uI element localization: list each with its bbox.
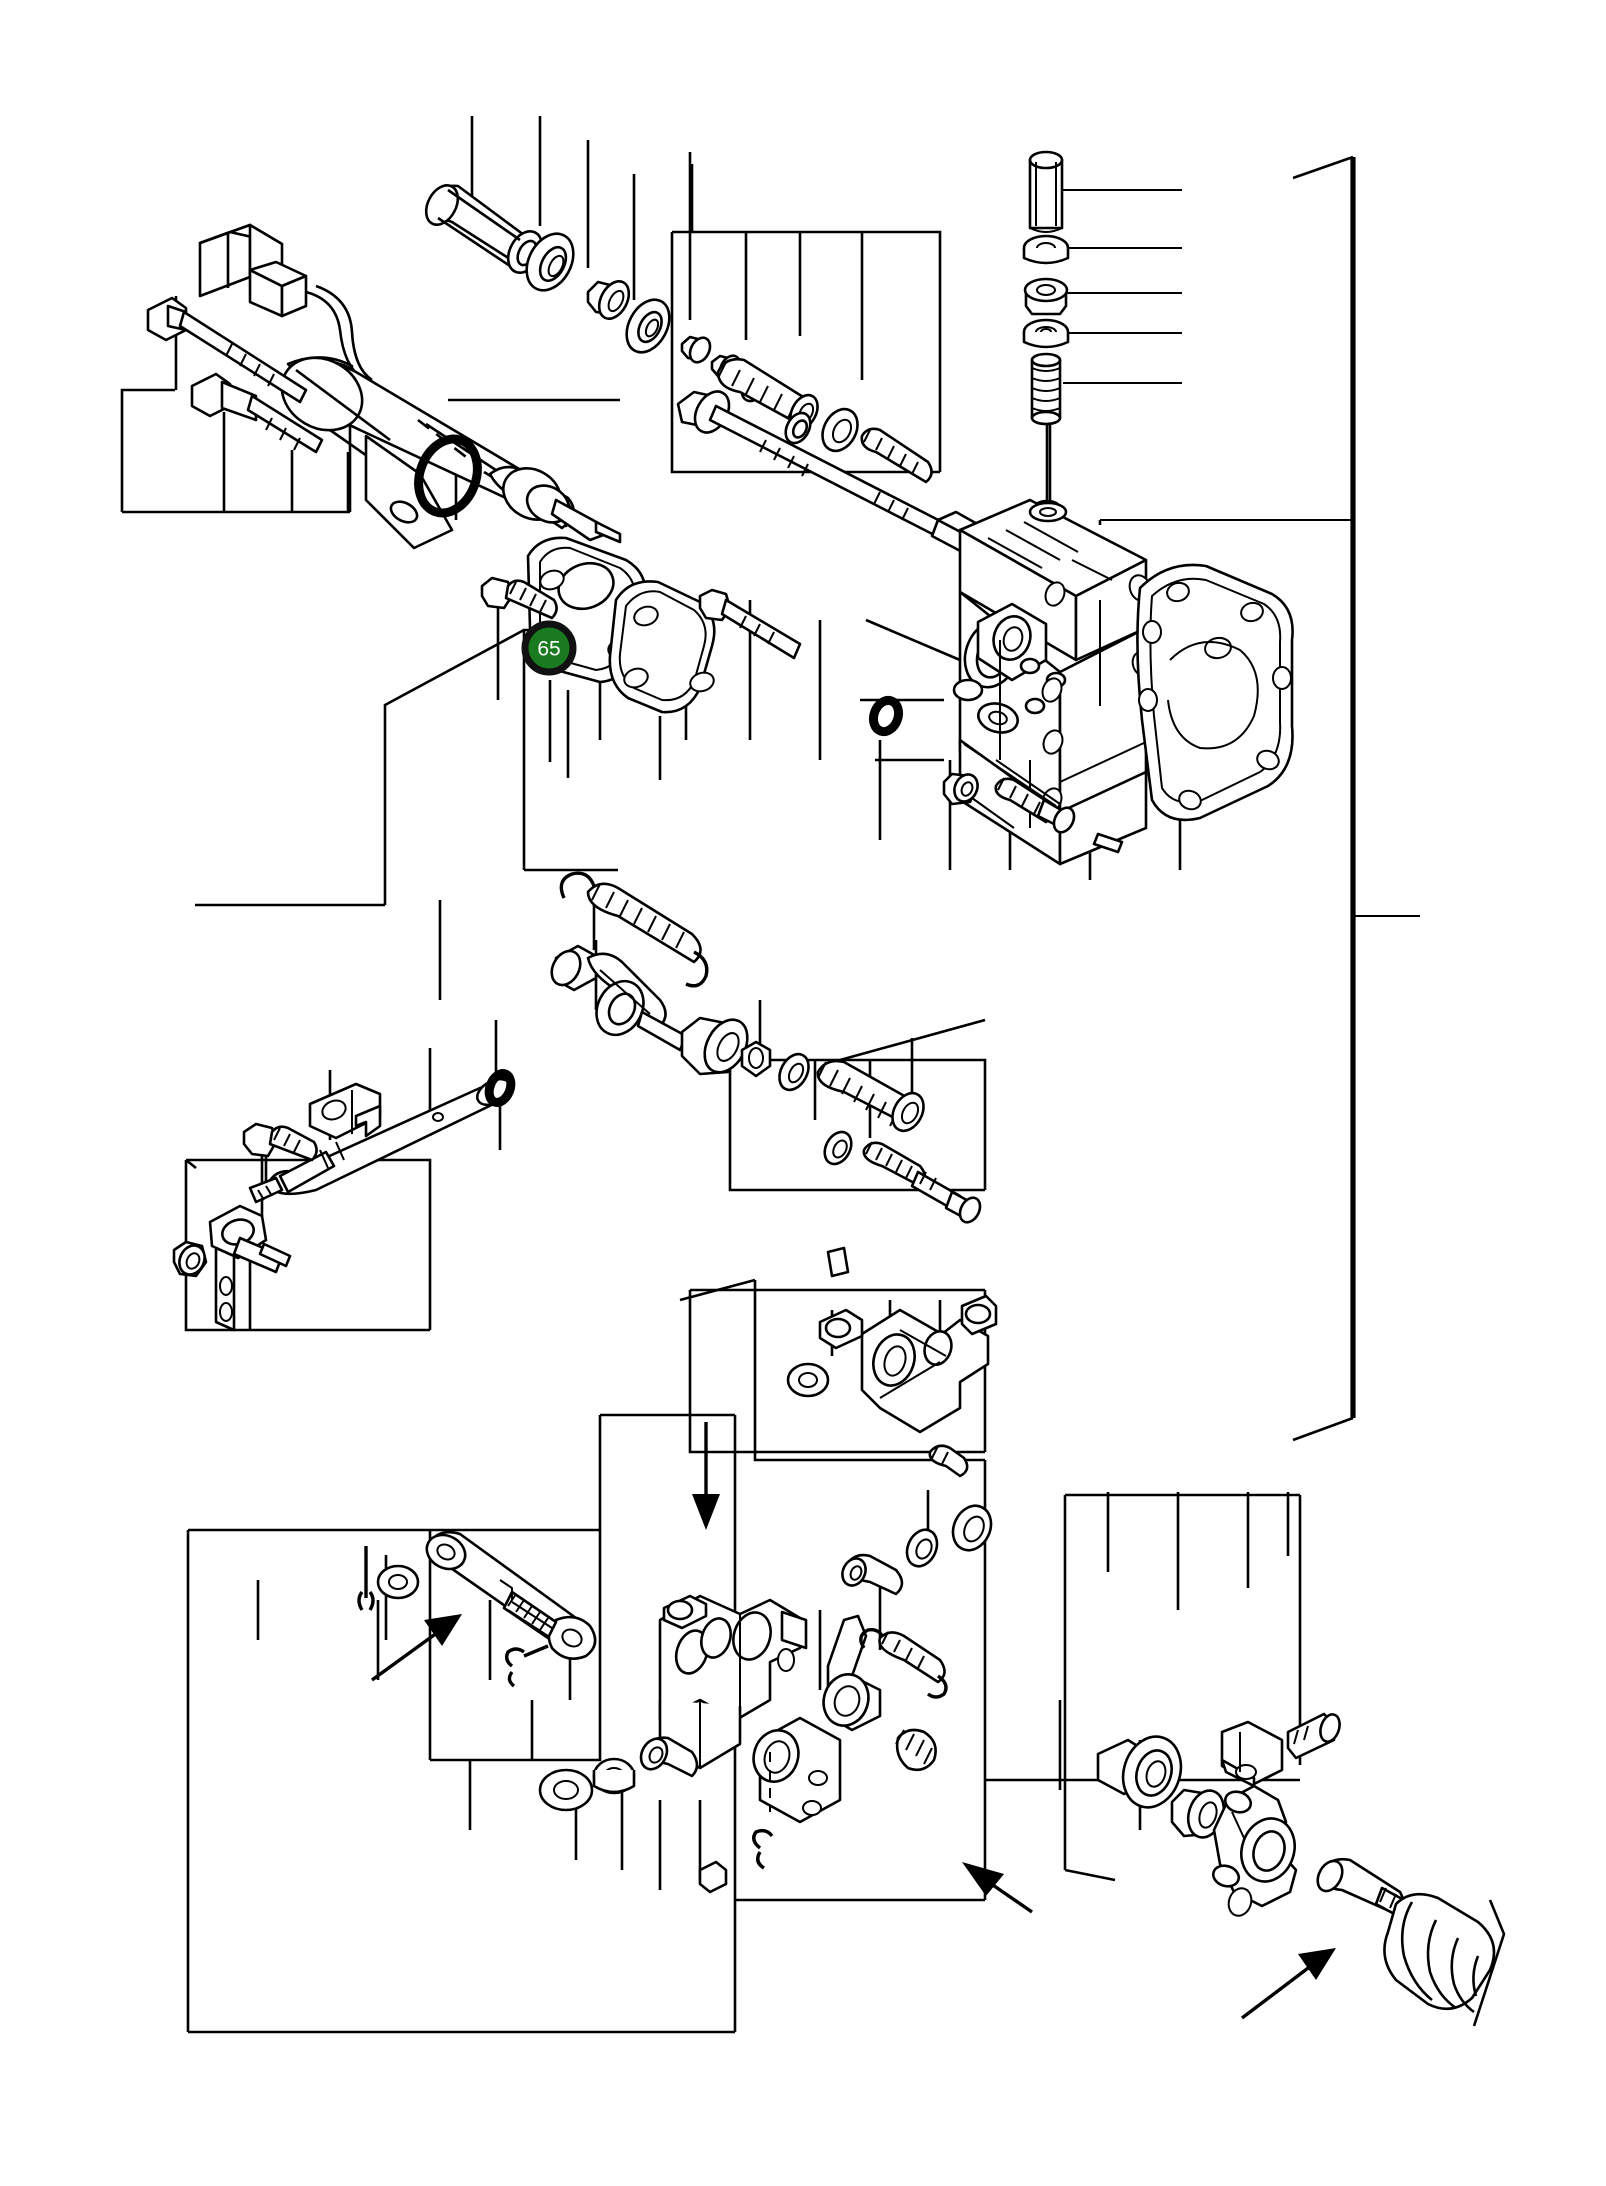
- solenoid-plunger: [488, 465, 622, 544]
- washer-mid: [784, 407, 859, 453]
- bottom-washer-1: [538, 1768, 594, 1812]
- mid-spring-group: [550, 871, 709, 1052]
- link-lever: [425, 1530, 597, 1660]
- part-highlight-marker-65[interactable]: 65: [521, 620, 577, 676]
- arrow-bracket-down: [692, 1422, 720, 1530]
- washer-plunger: [823, 1130, 853, 1166]
- shaft-group: [1096, 1712, 1506, 2027]
- small-o-ring: [868, 695, 904, 737]
- sleeve-washer-row: [424, 184, 768, 403]
- spring-plunger-group: [680, 1016, 982, 1224]
- secondary-bracket: [752, 1614, 882, 1824]
- arrow-link-lever: [371, 1614, 462, 1682]
- yoke-link: [550, 944, 688, 1052]
- flat-washer-top-2: [1022, 318, 1070, 349]
- housing-group: [942, 498, 1294, 866]
- shaft-washer: [1096, 1735, 1183, 1809]
- housing-nut: [942, 772, 979, 806]
- washer-b: [625, 298, 671, 354]
- lock-nut-top: [1023, 277, 1069, 316]
- bracket-washer: [905, 1504, 993, 1568]
- shaft-clamp: [1220, 1720, 1284, 1788]
- flange-bolt: [480, 576, 558, 620]
- flat-washer-top: [1022, 234, 1070, 265]
- rod-bracket: [208, 1204, 292, 1332]
- bracket-screw: [895, 1728, 937, 1772]
- bottom-left-bushings: [538, 1736, 699, 1812]
- return-spring: [859, 1628, 948, 1699]
- clevis-fork: [308, 1082, 382, 1140]
- bottom-bushing-2: [639, 1736, 699, 1778]
- mid-coil-spring: [559, 871, 709, 988]
- control-rod-group: [172, 1069, 516, 1332]
- shaft-lever: [1211, 1784, 1298, 1917]
- cover-gasket: [1136, 563, 1294, 822]
- hex-nut-a: [586, 280, 631, 320]
- housing-pin: [1092, 832, 1124, 854]
- link-lever-group: [357, 1530, 597, 1688]
- small-nut-a: [680, 335, 712, 364]
- lower-pin: [698, 1860, 728, 1894]
- arrow-bottom-center: [962, 1862, 1033, 1914]
- big-hex-nut: [680, 1016, 749, 1076]
- flange-screw: [698, 588, 802, 660]
- upper-linkage-bracket: [786, 1246, 998, 1478]
- long-bolt-group: [676, 357, 990, 556]
- dowel-pin: [1028, 150, 1064, 233]
- flange-gasket: [608, 580, 716, 714]
- mount-bolt-upper: [146, 296, 308, 404]
- rod-o-ring: [484, 1069, 516, 1107]
- solenoid-group: [146, 223, 622, 550]
- highlight-label: 65: [537, 638, 560, 661]
- shaft-boot: [1383, 1892, 1506, 2027]
- washer-a: [525, 232, 575, 292]
- cotter-pin: [357, 1546, 375, 1611]
- main-spring: [816, 1059, 925, 1133]
- vertical-pin-stack: [1022, 150, 1070, 517]
- arrow-shaft: [1240, 1948, 1336, 2020]
- flange-group: [480, 536, 904, 737]
- mount-bolt-lower: [190, 372, 324, 454]
- spring-mid: [860, 427, 933, 484]
- coil-spring-top: [1030, 352, 1062, 426]
- rod-nut: [172, 1240, 208, 1278]
- shim-washer: [740, 1040, 810, 1092]
- bottom-clip: [752, 1828, 774, 1870]
- rod-bolt: [242, 1122, 318, 1162]
- housing-bolt: [994, 777, 1076, 834]
- bracket-bushing: [841, 1553, 904, 1596]
- shaft-bolt: [1286, 1712, 1341, 1760]
- o-ring-large: [414, 434, 482, 518]
- highlight-circle[interactable]: [521, 620, 577, 676]
- assembly-arrows: [371, 1422, 1336, 2020]
- connector-plug: [198, 223, 308, 318]
- lever-bushing: [376, 1564, 420, 1600]
- snap-ring: [504, 1644, 549, 1688]
- adjust-screw: [910, 1170, 982, 1224]
- bottom-bushing-1: [592, 1757, 636, 1795]
